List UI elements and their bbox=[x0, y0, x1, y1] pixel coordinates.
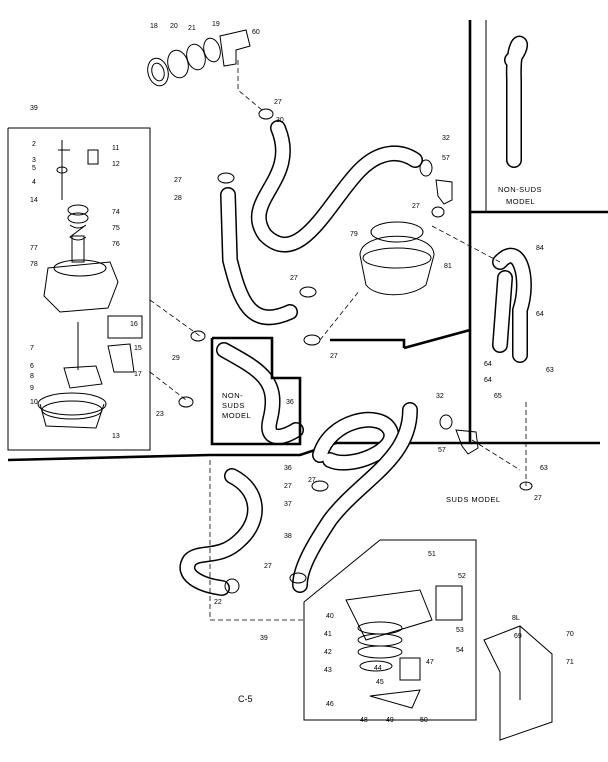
filter-housing bbox=[359, 221, 435, 296]
callout: 43 bbox=[324, 667, 332, 674]
callout: 7 bbox=[30, 345, 34, 352]
callout: 6 bbox=[30, 363, 34, 370]
callout: 38 bbox=[284, 533, 292, 540]
callout: 71 bbox=[566, 659, 574, 666]
valve-assembly-box bbox=[303, 539, 477, 721]
callout: 54 bbox=[456, 647, 464, 654]
callout: 4 bbox=[32, 179, 36, 186]
callout: 32 bbox=[442, 135, 450, 142]
callout: 60 bbox=[252, 29, 260, 36]
callout: 27 bbox=[330, 353, 338, 360]
leader-lines bbox=[149, 60, 527, 621]
callout: 27 bbox=[264, 563, 272, 570]
page-id: C-5 bbox=[238, 694, 253, 704]
callout: 27 bbox=[308, 477, 316, 484]
pump-assembly-box bbox=[7, 127, 151, 451]
callout: 64 bbox=[484, 361, 492, 368]
callout: 2 bbox=[32, 141, 36, 148]
callout: 5 bbox=[32, 165, 36, 172]
captions: NON-SUDS MODEL NON- SUDS MODEL SUDS MODE… bbox=[222, 185, 542, 704]
callout: 37 bbox=[284, 501, 292, 508]
callout: 27 bbox=[412, 203, 420, 210]
bracket bbox=[483, 625, 553, 741]
callout: 65 bbox=[494, 393, 502, 400]
callout: 12 bbox=[112, 161, 120, 168]
callout: 32 bbox=[436, 393, 444, 400]
frame-lines bbox=[7, 20, 608, 462]
callout: 57 bbox=[442, 155, 450, 162]
callout: 44 bbox=[374, 665, 382, 672]
non-suds-top-line2: MODEL bbox=[506, 197, 535, 206]
callout: 53 bbox=[456, 627, 464, 634]
callout: 42 bbox=[324, 649, 332, 656]
callout: 19 bbox=[212, 21, 220, 28]
hoses bbox=[179, 35, 532, 596]
callout-labels: 18 20 21 19 60 27 30 32 57 27 27 28 79 8… bbox=[30, 21, 574, 724]
non-suds-inset bbox=[210, 336, 302, 446]
callout: 27 bbox=[284, 483, 292, 490]
callout: 46 bbox=[326, 701, 334, 708]
callout: 14 bbox=[30, 197, 38, 204]
non-suds-top-line1: NON-SUDS bbox=[498, 185, 542, 194]
callout: 18 bbox=[150, 23, 158, 30]
callout: 49 bbox=[386, 717, 394, 724]
callout: 76 bbox=[112, 241, 120, 248]
callout: 16 bbox=[130, 321, 138, 328]
callout: 17 bbox=[134, 371, 142, 378]
callout: 27 bbox=[274, 99, 282, 106]
callout: 47 bbox=[426, 659, 434, 666]
callout: 8L bbox=[512, 615, 520, 622]
callout: 81 bbox=[444, 263, 452, 270]
callout: 40 bbox=[326, 613, 334, 620]
callout: 48 bbox=[360, 717, 368, 724]
top-gasket-stack bbox=[147, 29, 251, 87]
callout: 27 bbox=[534, 495, 542, 502]
callout: 36 bbox=[286, 399, 294, 406]
non-suds-box-line2: SUDS bbox=[222, 401, 245, 410]
callout: 27 bbox=[174, 177, 182, 184]
callout: 21 bbox=[188, 25, 196, 32]
callout: 10 bbox=[30, 399, 38, 406]
callout: 45 bbox=[376, 679, 384, 686]
callout: 30 bbox=[276, 117, 284, 124]
callout: 74 bbox=[112, 209, 120, 216]
callout: 70 bbox=[566, 631, 574, 638]
callout: 84 bbox=[536, 245, 544, 252]
suds-model-caption: SUDS MODEL bbox=[446, 495, 501, 504]
non-suds-box-line1: NON- bbox=[222, 391, 243, 400]
callout: 69 bbox=[514, 633, 522, 640]
callout: 57 bbox=[438, 447, 446, 454]
callout: 77 bbox=[30, 245, 38, 252]
callout: 63 bbox=[546, 367, 554, 374]
callout: 22 bbox=[214, 599, 222, 606]
callout: 15 bbox=[134, 345, 142, 352]
callout: 75 bbox=[112, 225, 120, 232]
callout: 64 bbox=[536, 311, 544, 318]
non-suds-box-line3: MODEL bbox=[222, 411, 251, 420]
callout: 28 bbox=[174, 195, 182, 202]
callout: 39 bbox=[30, 105, 38, 112]
callout: 52 bbox=[458, 573, 466, 580]
callout: 11 bbox=[112, 145, 119, 152]
callout: 27 bbox=[290, 275, 298, 282]
callout: 79 bbox=[350, 231, 358, 238]
callout: 3 bbox=[32, 157, 36, 164]
callout: 51 bbox=[428, 551, 436, 558]
callout: 20 bbox=[170, 23, 178, 30]
clamps bbox=[178, 108, 533, 594]
callout: 41 bbox=[324, 631, 332, 638]
callout: 39 bbox=[260, 635, 268, 642]
callout: 13 bbox=[112, 433, 120, 440]
callout: 63 bbox=[540, 465, 548, 472]
callout: 78 bbox=[30, 261, 38, 268]
callout: 50 bbox=[420, 717, 428, 724]
callout: 36 bbox=[284, 465, 292, 472]
callout: 29 bbox=[172, 355, 180, 362]
callout: 9 bbox=[30, 385, 34, 392]
callout: 23 bbox=[156, 411, 164, 418]
elbow-fittings bbox=[435, 179, 479, 455]
callout: 8 bbox=[30, 373, 34, 380]
callout: 64 bbox=[484, 377, 492, 384]
